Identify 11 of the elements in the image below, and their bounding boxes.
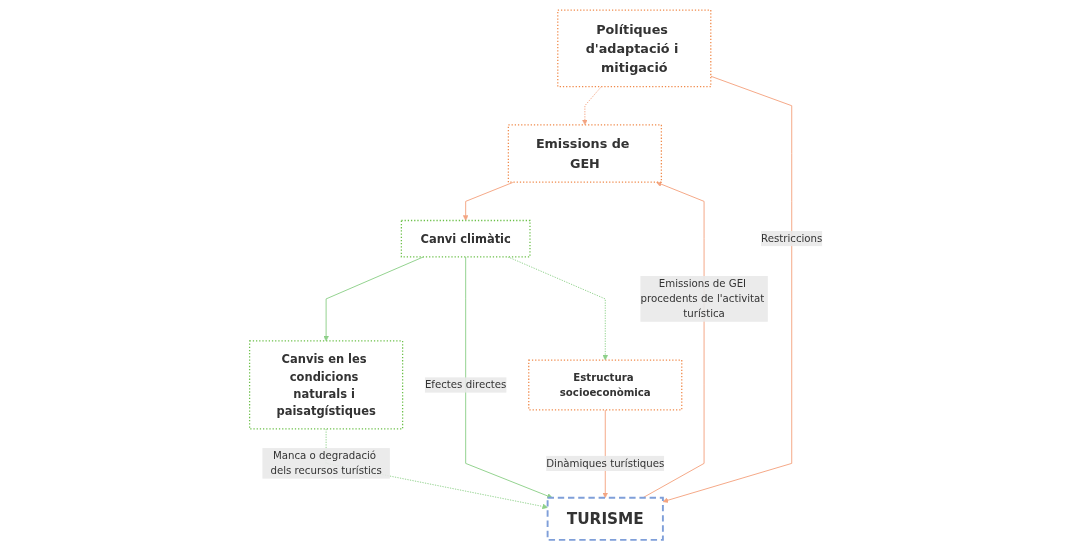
- node-box: TURISME: [546, 496, 664, 541]
- node-box: Estructura socioeconòmica: [528, 359, 683, 411]
- node-box: Emissions de GEH: [507, 124, 662, 183]
- edge-label: Restriccions: [761, 232, 823, 245]
- edge-label: Efectes directes: [424, 378, 507, 391]
- node-box: Polítiques d'adaptació i mitigació: [557, 9, 712, 88]
- node-box: Canvi climàtic: [400, 219, 531, 258]
- node-box: Canvis en les condicions naturals i paisatgístiques: [248, 340, 404, 430]
- edge-label: Dinàmiques turístiques: [546, 457, 665, 470]
- edge-label: Manca o degradació dels recursos turístics: [270, 449, 382, 477]
- edge-label: Emissions de GEI procedents de l'activitat turística: [640, 277, 765, 320]
